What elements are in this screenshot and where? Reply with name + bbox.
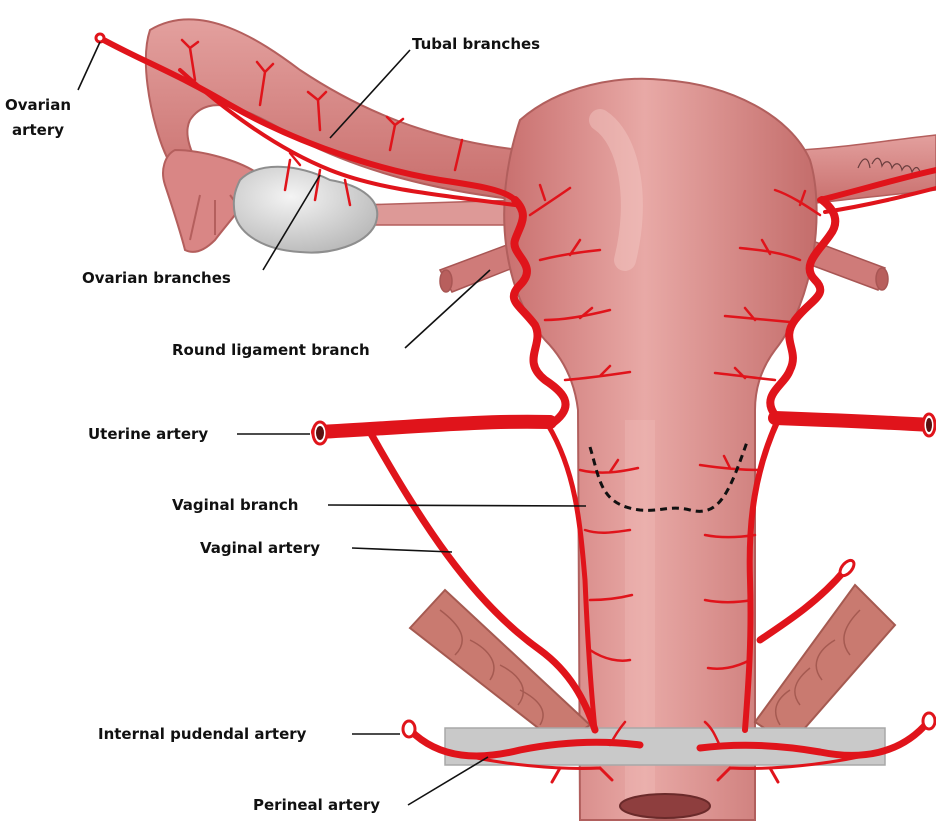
- perineal-artery-label: Perineal artery: [253, 796, 380, 814]
- label-uterine-artery: Uterine artery: [88, 425, 310, 443]
- label-ovarian-artery: Ovarian artery: [5, 42, 100, 139]
- ovarian-branches-label: Ovarian branches: [82, 269, 231, 287]
- pelvic-muscle-right: [755, 585, 895, 745]
- tubal-branches-label: Tubal branches: [412, 35, 540, 53]
- internal-pudendal-artery-label: Internal pudendal artery: [98, 725, 307, 743]
- left-uterine-artery: [318, 422, 550, 432]
- perineal-membrane: [445, 728, 885, 765]
- ovarian-artery-label-line2: artery: [12, 121, 64, 139]
- ovarian-artery-end: [96, 34, 104, 42]
- uterine-artery-label: Uterine artery: [88, 425, 208, 443]
- ovarian-artery-label-line1: Ovarian: [5, 96, 71, 114]
- vaginal-branch-label: Vaginal branch: [172, 496, 298, 514]
- round-ligament-branch-label: Round ligament branch: [172, 341, 370, 359]
- vaginal-artery-label: Vaginal artery: [200, 539, 320, 557]
- label-vaginal-branch: Vaginal branch: [172, 496, 586, 514]
- vaginal-opening: [620, 794, 710, 818]
- label-vaginal-artery: Vaginal artery: [200, 539, 452, 557]
- right-uterine-artery: [775, 418, 930, 425]
- label-internal-pudendal-artery: Internal pudendal artery: [98, 725, 400, 743]
